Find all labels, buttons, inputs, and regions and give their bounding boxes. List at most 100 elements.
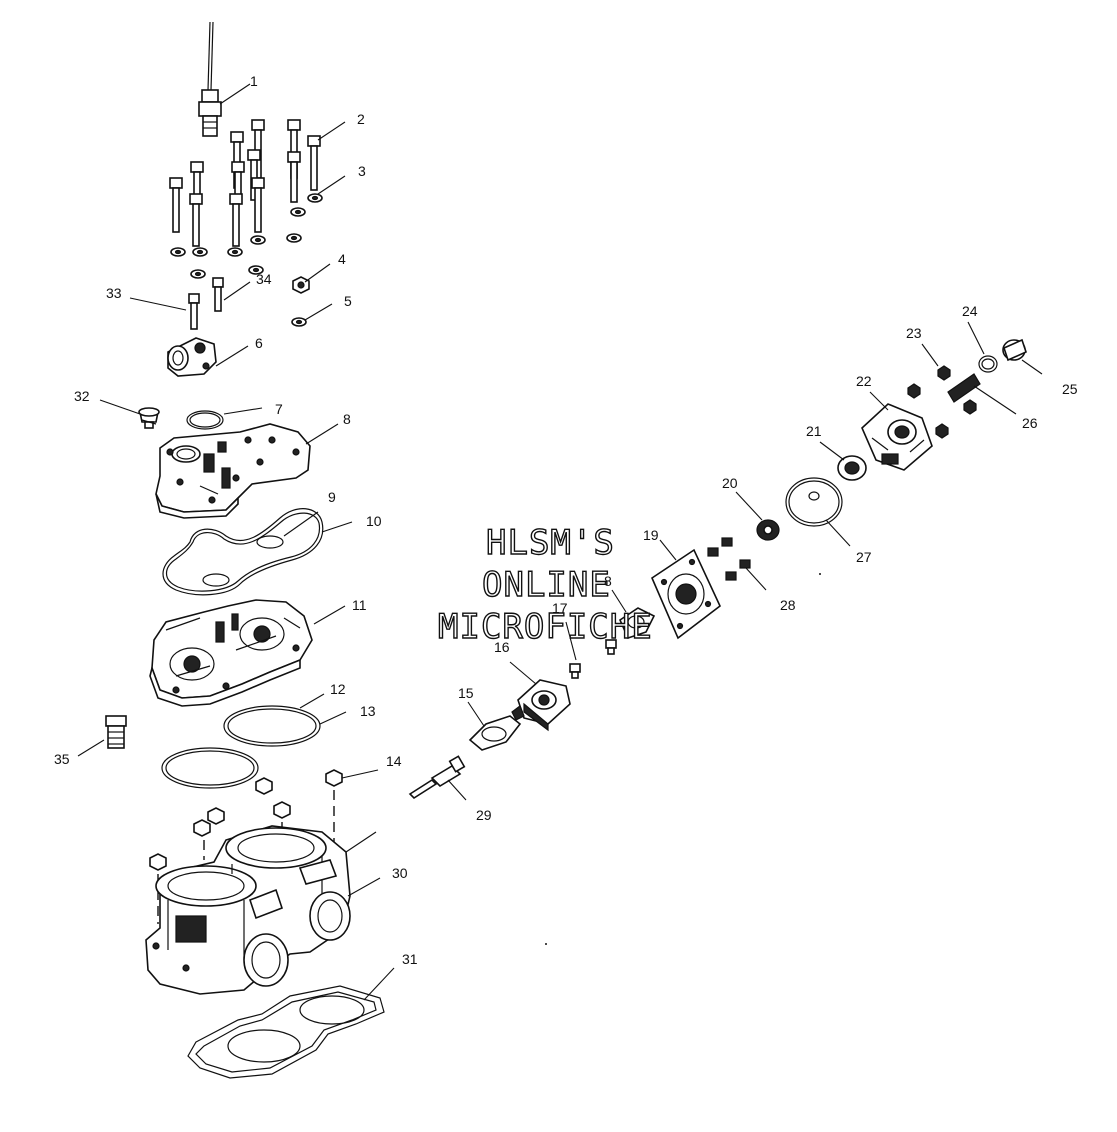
- callout-23: 23: [906, 325, 922, 341]
- callout-35: 35: [54, 751, 70, 767]
- part-4-nut: [292, 276, 310, 294]
- part-25-plug: [1002, 338, 1027, 362]
- leader-10: [321, 521, 353, 533]
- watermark-line-3: MICROFICHE: [438, 607, 653, 647]
- callout-labels: 1 2 3 4 5 6 7 8 9 10 11 12 13 14 15 16 1…: [54, 73, 1078, 967]
- callout-22: 22: [856, 373, 872, 389]
- callout-25: 25: [1062, 381, 1078, 397]
- leader-34: [223, 281, 251, 301]
- leader-6: [215, 345, 249, 367]
- part-35-fitting: [105, 715, 127, 749]
- leader-29: [447, 779, 467, 801]
- leader-19: [659, 539, 677, 561]
- leader-13: [319, 711, 347, 725]
- part-16-pump-housing: [511, 679, 571, 732]
- part-10-seal: [162, 508, 324, 596]
- leader-4: [304, 263, 331, 283]
- part-31-base-gasket: [187, 985, 385, 1079]
- leader-17: [565, 621, 577, 661]
- callout-27: 27: [856, 549, 872, 565]
- leader-35: [77, 739, 105, 757]
- callout-3: 3: [358, 163, 366, 179]
- leader-12: [299, 693, 325, 709]
- callout-5: 5: [344, 293, 352, 309]
- leader-3: [317, 175, 346, 195]
- part-5-washer: [291, 317, 307, 327]
- leader-2: [317, 121, 346, 141]
- part-2-head-bolts: [169, 119, 321, 247]
- callout-19: 19: [643, 527, 659, 543]
- callout-13: 13: [360, 703, 376, 719]
- stray-dot: [819, 573, 821, 575]
- part-12-gasket: [223, 705, 321, 747]
- callout-4: 4: [338, 251, 346, 267]
- callout-7: 7: [275, 401, 283, 417]
- callout-33: 33: [106, 285, 122, 301]
- callout-32: 32: [74, 388, 90, 404]
- callout-21: 21: [806, 423, 822, 439]
- part-20-impeller: [756, 519, 780, 541]
- watermark-line-2: ONLINE: [482, 565, 611, 605]
- leader-23: [921, 343, 939, 367]
- part-21-seal: [837, 455, 867, 481]
- callout-20: 20: [722, 475, 738, 491]
- leader-30: [347, 877, 381, 897]
- callout-14: 14: [386, 753, 402, 769]
- leader-9: [283, 511, 319, 537]
- callout-9: 9: [328, 489, 336, 505]
- part-7-o-ring: [186, 410, 224, 430]
- part-14-nuts: [149, 769, 343, 871]
- callout-15: 15: [458, 685, 474, 701]
- callout-34: 34: [256, 271, 272, 287]
- leader-25: [1021, 359, 1043, 375]
- leader-7: [223, 407, 263, 415]
- part-24-o-ring: [978, 355, 998, 373]
- part-8-head-cover: [155, 423, 311, 519]
- callout-8: 8: [343, 411, 351, 427]
- part-19-plate: [651, 548, 721, 640]
- leader-15: [467, 701, 485, 727]
- callout-12: 12: [330, 681, 346, 697]
- part-26-spring: [947, 373, 981, 403]
- leader-18: [611, 589, 627, 613]
- callout-18: 8: [604, 573, 612, 589]
- callout-1: 1: [250, 73, 258, 89]
- part-6-thermostat-housing: [167, 337, 217, 377]
- callout-11: 11: [352, 597, 367, 613]
- callout-28: 28: [780, 597, 796, 613]
- callout-10: 10: [366, 513, 382, 529]
- callout-17: 17: [552, 600, 568, 616]
- part-11-cylinder-head: [149, 599, 313, 707]
- leader-21: [819, 441, 845, 461]
- leader-8: [305, 423, 339, 445]
- part-33-bolt: [188, 293, 200, 330]
- leader-27: [825, 519, 851, 547]
- leader-30b: [345, 831, 377, 853]
- leader-26: [973, 385, 1017, 415]
- leader-16: [509, 661, 537, 685]
- part-3-washers: [170, 193, 323, 279]
- part-30-cylinder-block: [145, 825, 351, 995]
- leader-28: [745, 567, 767, 591]
- part-23-screws: [907, 365, 977, 439]
- part-17-screws: [569, 639, 617, 679]
- callout-30: 30: [392, 865, 408, 881]
- leader-1: [219, 83, 251, 105]
- leader-5: [304, 303, 333, 321]
- leader-32: [99, 399, 141, 415]
- leader-11: [313, 605, 346, 625]
- callout-26: 26: [1022, 415, 1038, 431]
- callout-2: 2: [357, 111, 365, 127]
- part-28-screws: [707, 537, 751, 581]
- callout-16: 16: [494, 639, 510, 655]
- callout-29: 29: [476, 807, 492, 823]
- callout-31: 31: [402, 951, 418, 967]
- part-15-gasket: [468, 715, 522, 751]
- part-29-probe: [408, 755, 466, 800]
- watermark-line-1: HLSM'S: [486, 523, 615, 563]
- part-27-o-ring: [785, 477, 843, 527]
- part-32-thermostat: [138, 407, 160, 429]
- leader-33: [129, 297, 187, 311]
- stray-dot: [545, 943, 547, 945]
